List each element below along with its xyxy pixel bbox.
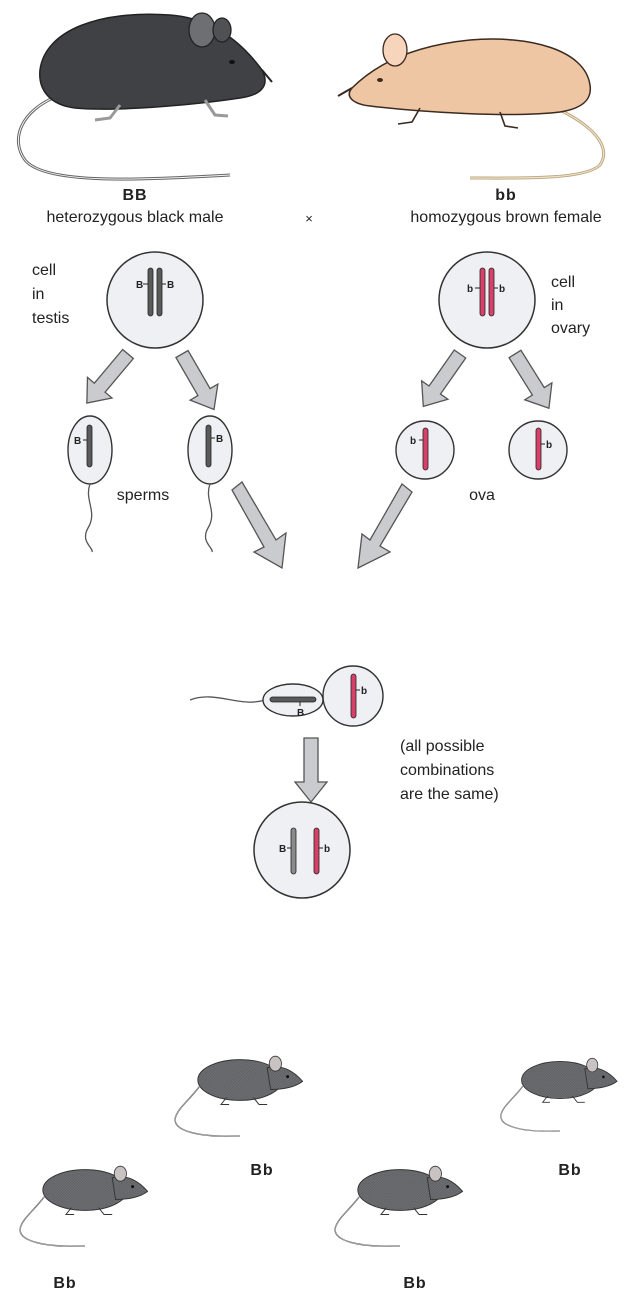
sperm-left-allele: B: [74, 436, 81, 447]
ovum-left-allele: b: [410, 436, 416, 447]
ovary-label: cell in ovary: [551, 274, 590, 337]
ovary-right-arrow: [500, 344, 564, 418]
ovum-left: b: [395, 420, 455, 480]
ovary-label-line-3: ovary: [551, 320, 590, 337]
testis-label-line-1: cell: [32, 262, 56, 279]
offspring-mouse-1: [174, 1055, 304, 1137]
female-description: homozygous brown female: [410, 209, 601, 226]
female-genotype: bb: [495, 187, 517, 204]
fertilized-ovum-allele: b: [361, 686, 367, 697]
combinations-note-line-3: are the same): [400, 786, 499, 803]
testis-label: cell in testis: [32, 262, 69, 327]
offspring-mouse-4: [334, 1165, 464, 1247]
cross-symbol: ×: [305, 211, 313, 226]
testis-allele-left: B: [136, 280, 143, 291]
combinations-note: (all possible combinations are the same): [400, 738, 499, 803]
ovum-right-allele: b: [546, 440, 552, 451]
offspring-1-genotype: Bb: [250, 1162, 273, 1179]
zygote-allele-left: B: [279, 844, 286, 855]
zygote-arrow: [294, 737, 328, 803]
fertilizing-sperm-allele: B: [297, 708, 304, 719]
testis-label-line-2: in: [32, 286, 44, 303]
combinations-note-line-2: combinations: [400, 762, 494, 779]
offspring-3-genotype: Bb: [53, 1275, 76, 1292]
male-description: heterozygous black male: [47, 209, 224, 226]
ovum-to-fertilization-arrow: [357, 483, 413, 570]
ovum-right: b: [508, 420, 568, 480]
fertilizing-sperm: B: [189, 683, 324, 719]
sperm-right-allele: B: [216, 434, 223, 445]
testis-label-line-3: testis: [32, 310, 69, 327]
sperm-to-fertilization-arrow: [231, 481, 287, 570]
combinations-note-line-1: (all possible: [400, 738, 485, 755]
ovary-allele-right: b: [499, 284, 505, 295]
testis-left-arrow: [73, 343, 141, 414]
offspring-2-genotype: Bb: [558, 1162, 581, 1179]
ova-label: ova: [469, 487, 495, 504]
ovary-label-line-1: cell: [551, 274, 575, 291]
offspring-mouse-3: [19, 1165, 149, 1247]
zygote-allele-right: b: [324, 844, 330, 855]
sperm-right: B: [187, 415, 233, 553]
male-genotype: BB: [122, 187, 147, 204]
testis-cell: B B: [106, 251, 204, 349]
ovary-allele-left: b: [467, 284, 473, 295]
fertilized-ovum: b: [322, 665, 384, 727]
sperm-left: B: [67, 415, 113, 553]
testis-allele-right: B: [167, 280, 174, 291]
zygote-cell: B b: [253, 801, 351, 899]
offspring-4-genotype: Bb: [403, 1275, 426, 1292]
sperms-label: sperms: [117, 487, 169, 504]
testis-right-arrow: [167, 345, 229, 419]
ovary-label-line-2: in: [551, 297, 563, 314]
black-male-mouse-illustration: [16, 12, 273, 181]
ovary-cell: b b: [438, 251, 536, 349]
offspring-mouse-2: [500, 1057, 618, 1132]
brown-female-mouse-illustration: [337, 33, 606, 180]
ovary-left-arrow: [409, 344, 474, 417]
